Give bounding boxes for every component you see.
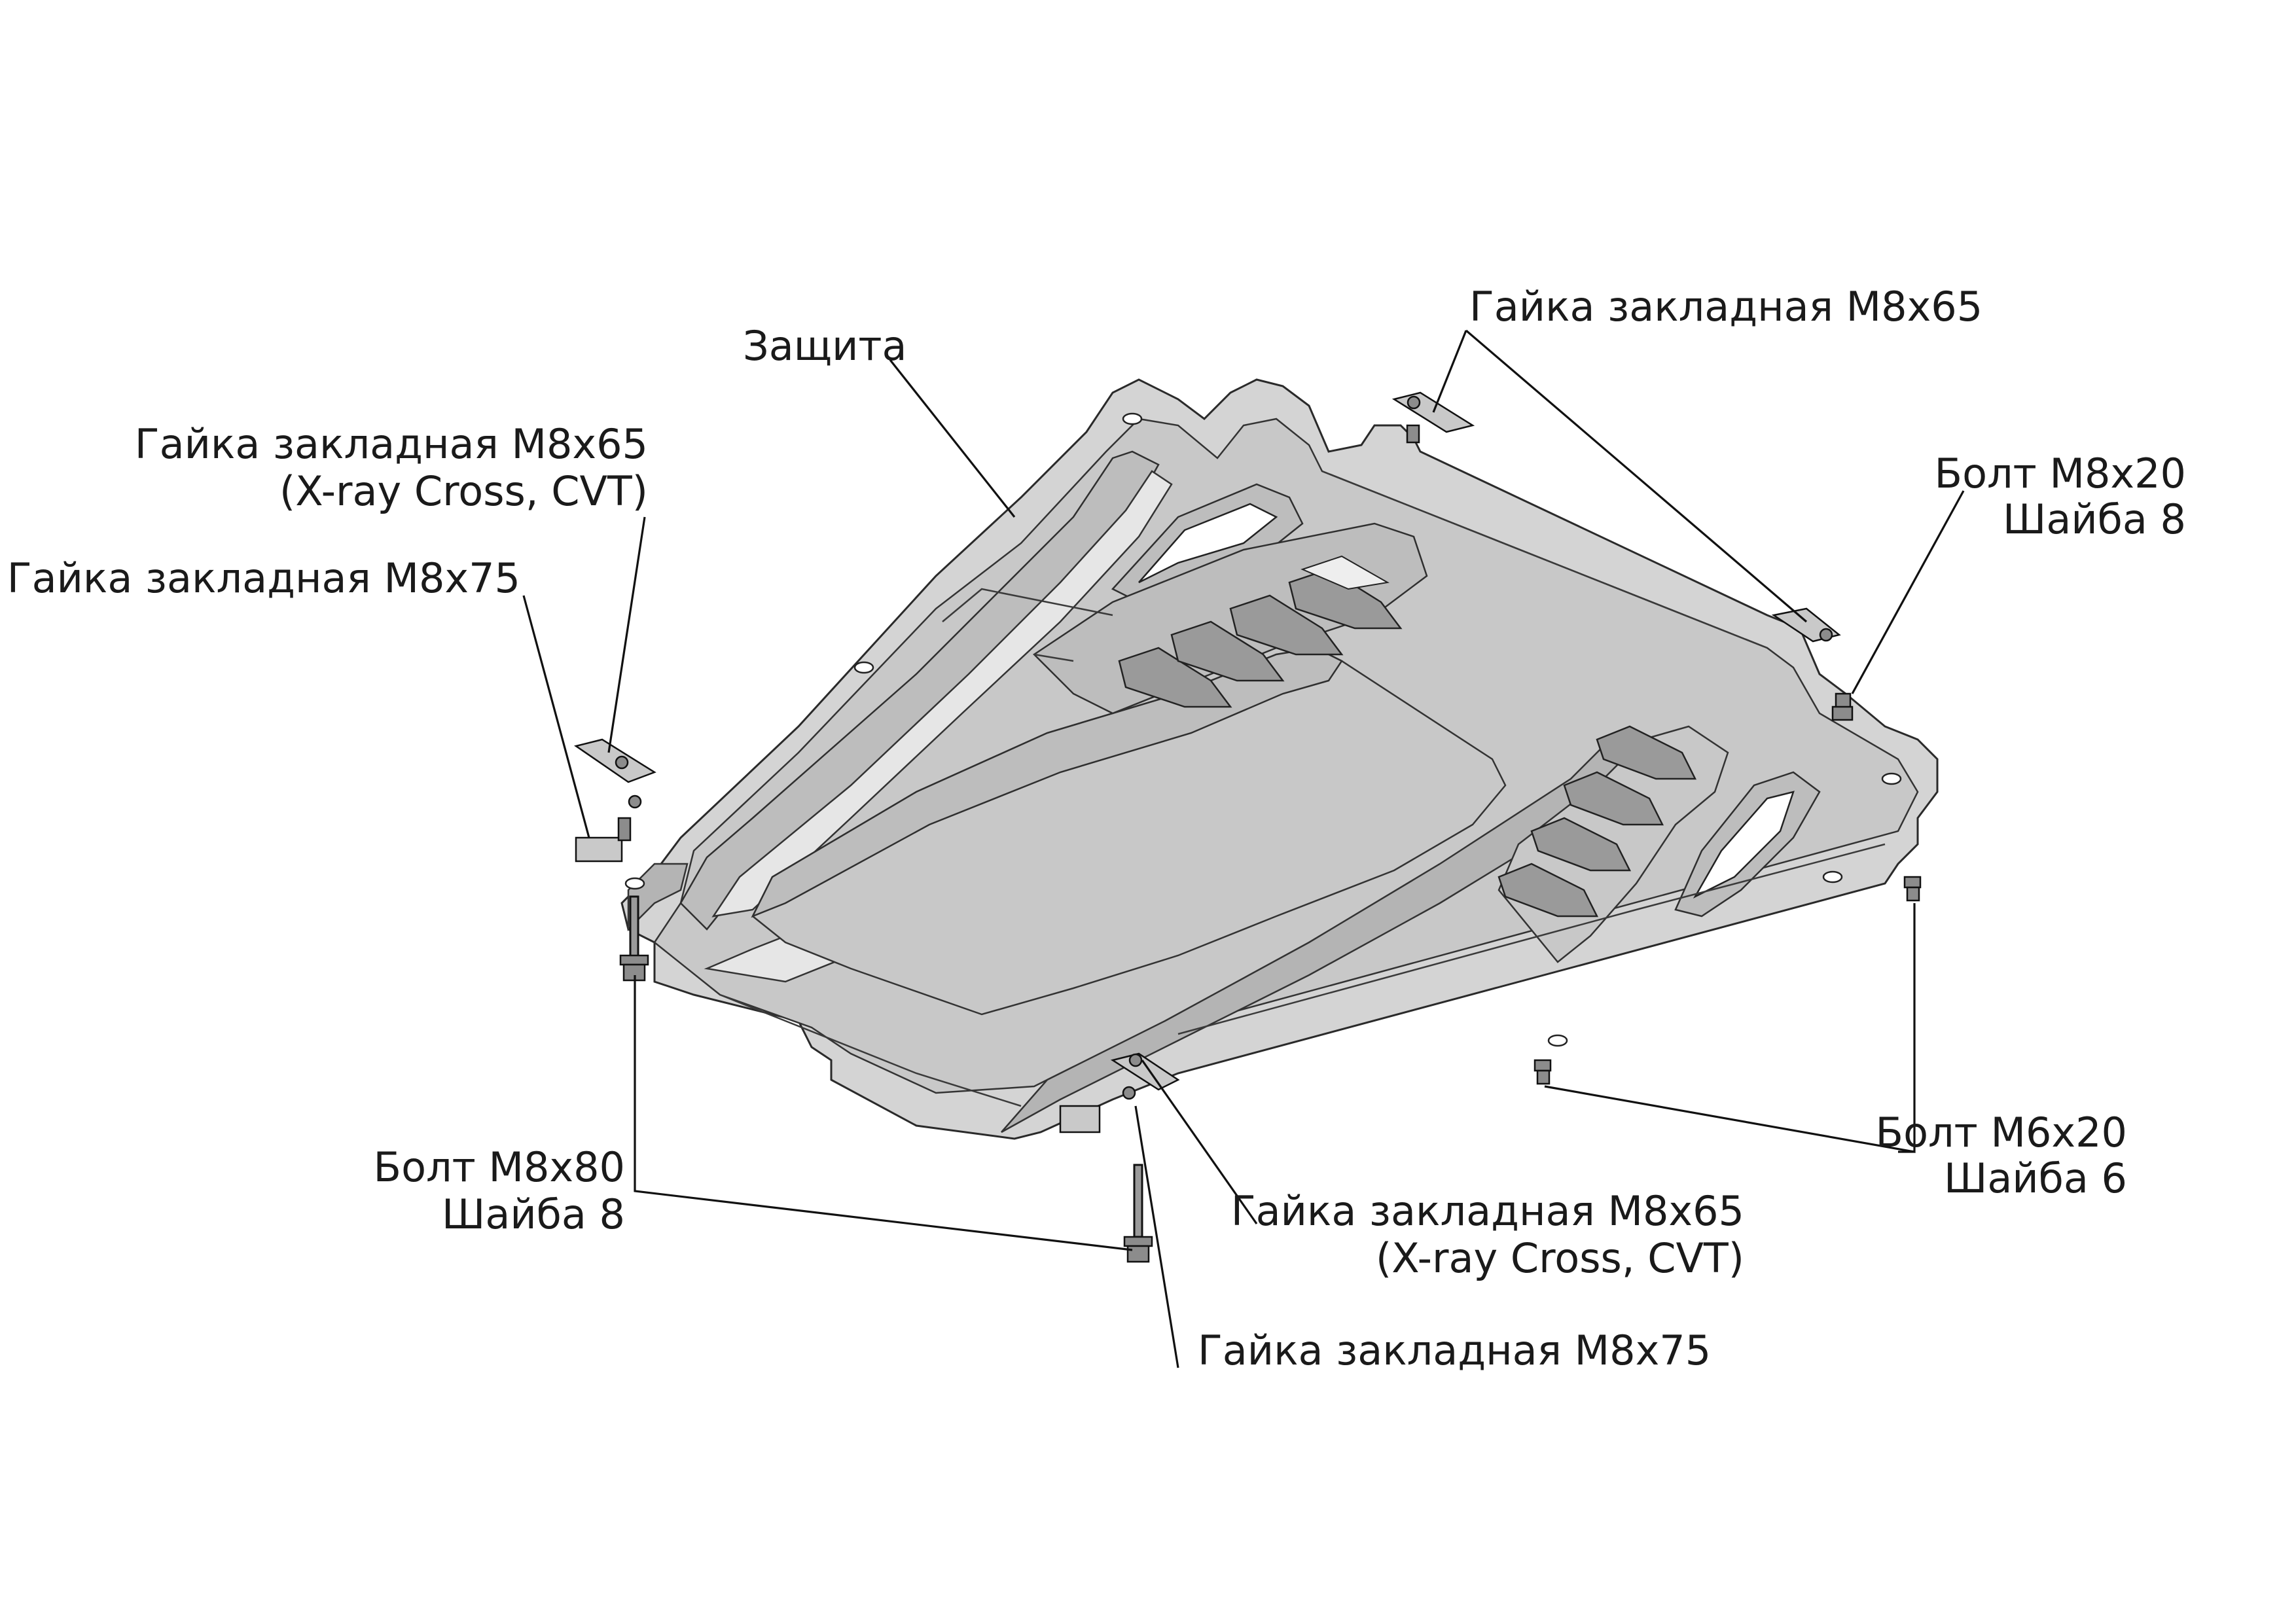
leader-shield (889, 359, 1016, 518)
bolt-m8x20 (1835, 692, 1852, 709)
bolt-m6x20 (1534, 1059, 1552, 1072)
nut-head (628, 794, 642, 809)
leader-bolt-m8x20 (1851, 490, 1965, 694)
bolt-m8x80-bottom-washer (1123, 1236, 1153, 1247)
bolt-m6x20 (1903, 876, 1922, 889)
bolt-m8x80-bottom-head (1126, 1245, 1150, 1263)
label-bolt-m6x20-line2: Шайба 6 (1944, 1154, 2127, 1202)
label-nut-top-right: Гайка закладная М8х65 (1469, 283, 1982, 330)
leader-bolt-m8x80 (634, 975, 1133, 1251)
vent-slot (1229, 594, 1344, 656)
leader-nut-bottom-m8x75 (1134, 1105, 1179, 1368)
leader-nut-top-right-b (1465, 329, 1808, 623)
plate-edge-line (1321, 470, 1768, 649)
vent-group-upper (1118, 555, 1403, 708)
nut-head (1128, 1053, 1143, 1067)
nut-head (1122, 1086, 1136, 1100)
vent-slot (1498, 863, 1599, 918)
plate-edge-line (942, 588, 1113, 622)
hardware (574, 391, 1922, 1263)
plate-edge-line (1033, 653, 1074, 662)
upper-pocket-small-inner (1138, 503, 1278, 584)
leader-nut-top-right-a (1432, 330, 1467, 413)
center-pocket-wall (751, 647, 1343, 918)
vent-slot (1170, 620, 1285, 682)
label-nut-left-xray-line2: (X-ray Cross, CVT) (279, 467, 648, 515)
right-pocket-small-inner (1693, 791, 1795, 899)
mount-hole (1881, 772, 1902, 785)
left-ridge-highlight (711, 470, 1173, 918)
plate-edge-line (719, 993, 1022, 1107)
vent-slot (1300, 555, 1390, 590)
mount-hole (1122, 412, 1143, 425)
bolt-m8x20-head (1831, 705, 1854, 721)
label-bolt-m8x20-line1: Болт М8х20 (1935, 450, 2186, 497)
vent-slot (1118, 647, 1232, 708)
label-nut-bottom-m8x75: Гайка закладная М8х75 (1198, 1327, 1711, 1374)
bolt-m6x20-head (1906, 886, 1920, 902)
mount-hole (853, 661, 874, 674)
vent-slot (1596, 725, 1697, 780)
embedded-nut-bottom-xray (1110, 1052, 1180, 1091)
label-bolt-m8x20-line2: Шайба 8 (2003, 495, 2186, 543)
leader-nut-bottom-xray (1141, 1060, 1258, 1224)
label-bolt-m8x80-line1: Болт М8х80 (374, 1143, 625, 1191)
vent-slot (1563, 771, 1664, 826)
vent-slot (1530, 817, 1632, 872)
nut-barrel (1406, 424, 1420, 444)
leader-lines (522, 329, 1965, 1368)
embedded-nut-left-m8x75 (575, 836, 623, 863)
bolt-m6x20-head (1536, 1069, 1551, 1085)
leader-nut-left-m8x75 (522, 595, 590, 838)
bolt-m8x80-washer (619, 954, 649, 966)
label-shield: Защита (743, 322, 907, 370)
label-bolt-m6x20-line1: Болт М6х20 (1876, 1109, 2127, 1156)
embedded-nut-left-xray (574, 738, 656, 783)
bolt-m8x80-bottom-shaft (1133, 1164, 1143, 1238)
label-nut-bottom-xray-line1: Гайка закладная М8х65 (1231, 1187, 1744, 1235)
plate-edge-line (1177, 843, 1886, 1035)
vent-group-lower (1498, 725, 1697, 918)
callout-labels: Защита Гайка закладная М8х65 Болт М8х20 … (7, 283, 2186, 1374)
label-bolt-m8x80-line2: Шайба 8 (442, 1190, 625, 1238)
label-nut-left-xray-line1: Гайка закладная М8х65 (135, 420, 648, 468)
nut-head (1819, 628, 1833, 642)
mount-hole (1547, 1034, 1568, 1047)
label-nut-bottom-xray-line2: (X-ray Cross, CVT) (1376, 1234, 1744, 1282)
mount-hole (1822, 870, 1843, 883)
nut-barrel (617, 817, 632, 842)
leader-nut-left-xray (607, 516, 646, 753)
bolt-m8x80-shaft (629, 895, 639, 963)
label-nut-left-m8x75: Гайка закладная М8х75 (7, 554, 520, 602)
skid-plate (620, 378, 1939, 1140)
nut-head (1407, 395, 1421, 410)
embedded-nut-bottom-m8x75 (1059, 1105, 1101, 1133)
nut-head (615, 755, 629, 770)
mount-hole (624, 877, 645, 890)
